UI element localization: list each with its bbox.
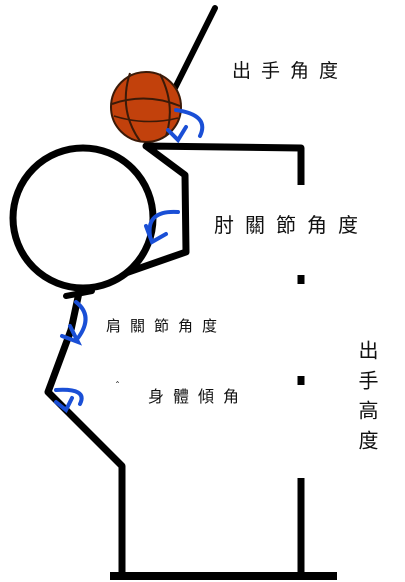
elbow-angle-label: 肘關節角度 <box>214 213 369 237</box>
release-height-label: 出手高度 <box>355 340 379 460</box>
hand-forearm <box>116 142 305 279</box>
head <box>9 144 157 292</box>
back-edge <box>63 288 95 299</box>
basketball-icon <box>110 71 182 143</box>
shoulder-angle-label: 肩關節角度 <box>106 317 227 335</box>
stray-mark: ˆ <box>115 381 120 392</box>
body-tilt-angle-label: 身體傾角 <box>148 387 249 406</box>
release-angle-label: 出手角度 <box>232 60 349 82</box>
body-outline <box>44 284 126 576</box>
curved-arrow-icon <box>54 108 205 414</box>
